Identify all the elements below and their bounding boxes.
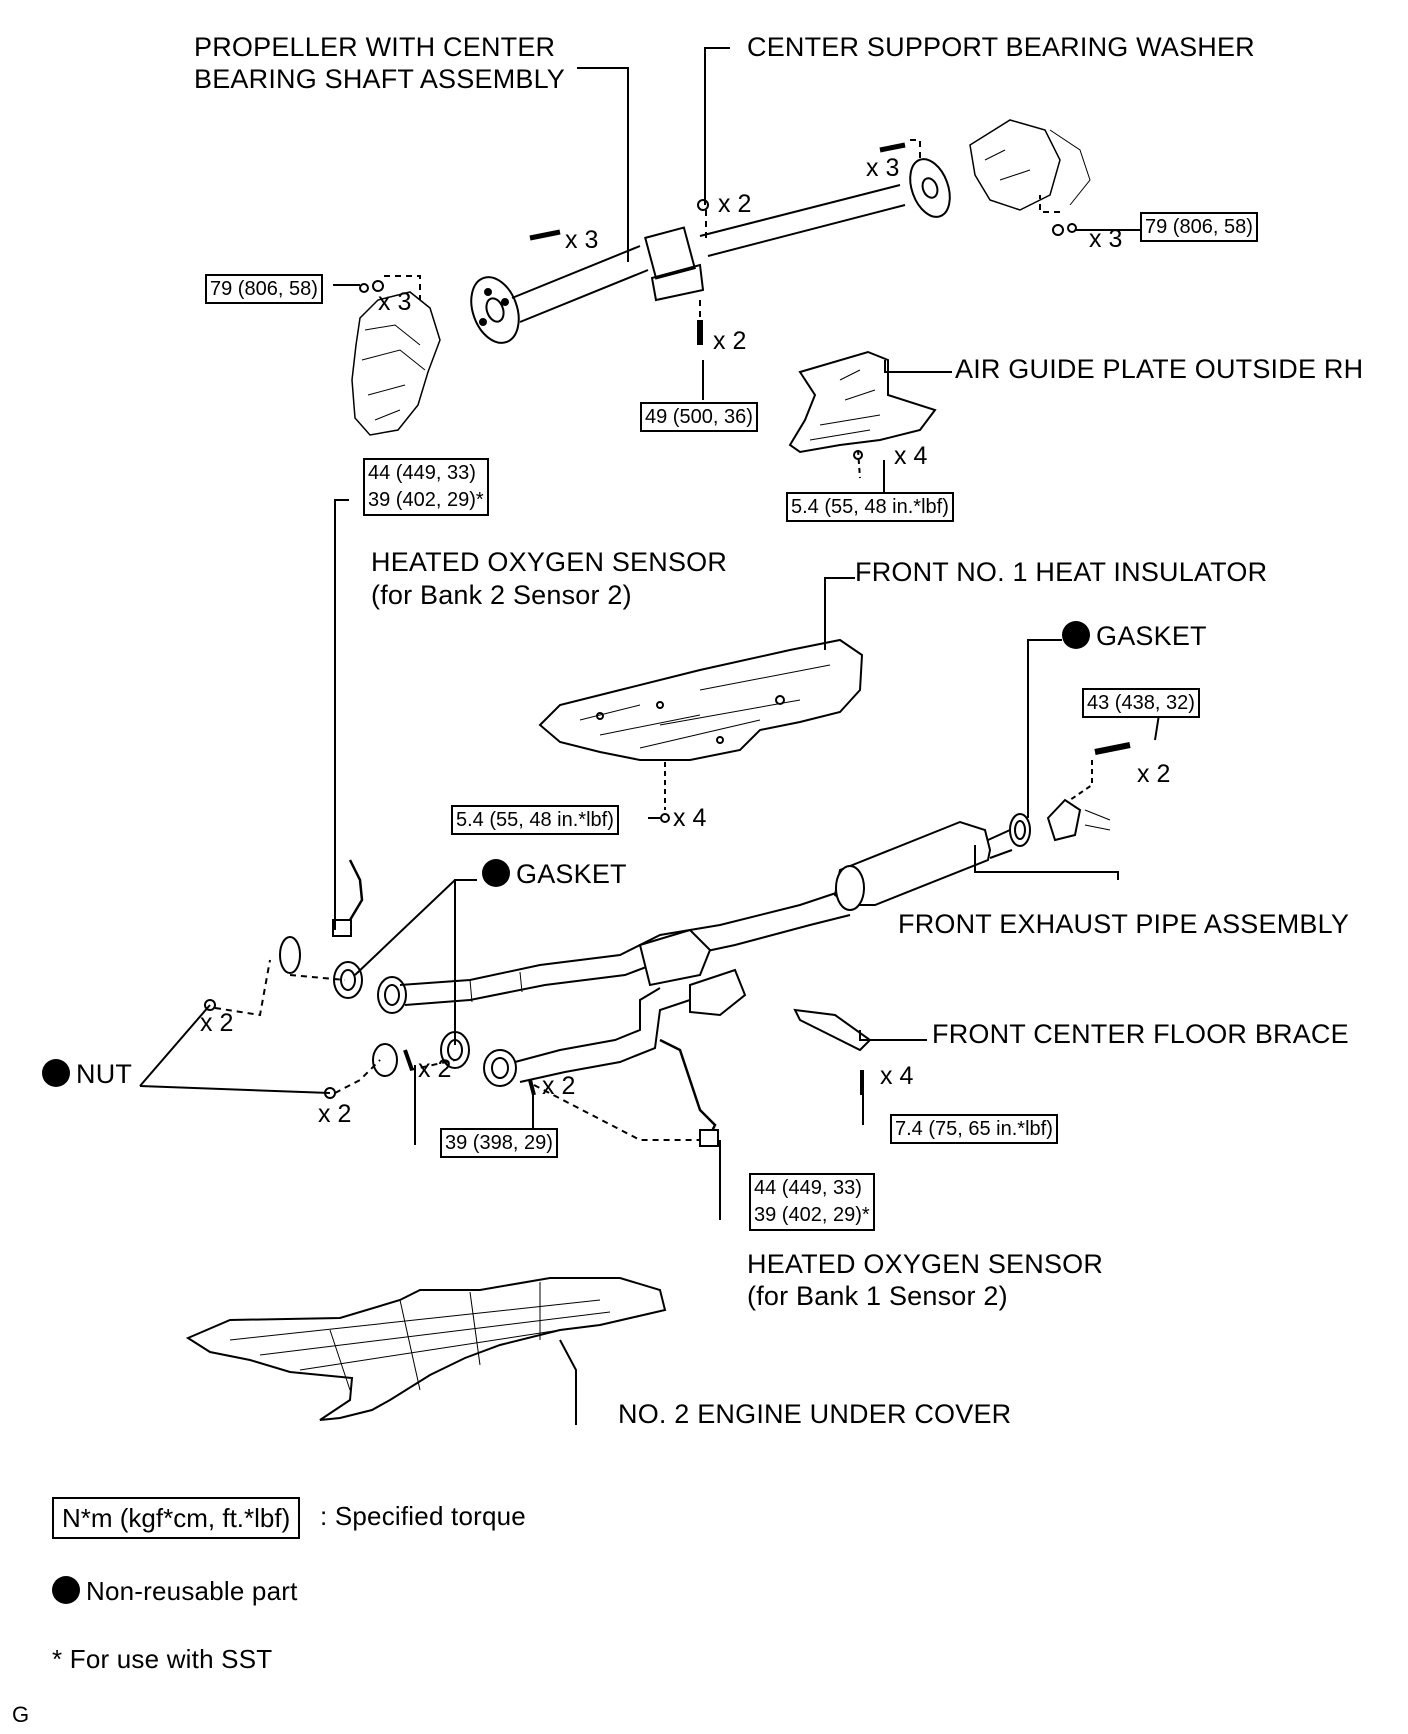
label-floor-brace: FRONT CENTER FLOOR BRACE: [932, 1019, 1349, 1049]
heat-insulator-drawing: [538, 638, 864, 823]
qty-front-bolt: x 3: [565, 226, 599, 254]
torque-air-guide: 5.4 (55, 48 in.*lbf): [786, 492, 954, 522]
torque-manifold-studs: 39 (398, 29): [440, 1128, 558, 1158]
torque-ho2-bank1-sst: 39 (402, 29)*: [754, 1204, 870, 1226]
label-ho2-bank1-line1: HEATED OXYGEN SENSOR: [747, 1249, 1104, 1279]
torque-ho2-bank1-standard: 44 (449, 33): [754, 1177, 862, 1199]
label-front-exhaust-pipe: FRONT EXHAUST PIPE ASSEMBLY: [898, 909, 1350, 939]
legend-sst-note: * For use with SST: [52, 1644, 273, 1674]
qty-nut-upper: x 2: [200, 1009, 234, 1037]
qty-flange-bolt: x 2: [1137, 760, 1171, 788]
qty-rear-nut: x 3: [1089, 225, 1123, 253]
torque-ho2-bank1: 44 (449, 33) 39 (402, 29)*: [749, 1173, 875, 1231]
non-reusable-dot-icon: [42, 1059, 70, 1087]
torque-tail-flange: 43 (438, 32): [1082, 688, 1200, 718]
legend-non-reusable: Non-reusable part: [52, 1575, 298, 1608]
label-propeller-line2: BEARING SHAFT ASSEMBLY: [194, 64, 566, 94]
torque-ho2-bank2: 44 (449, 33) 39 (402, 29)*: [363, 458, 489, 516]
torque-ho2-bank2-sst: 39 (402, 29)*: [368, 489, 484, 511]
label-heat-insulator: FRONT NO. 1 HEAT INSULATOR: [855, 557, 1268, 587]
label-center-support-washer: CENTER SUPPORT BEARING WASHER: [747, 32, 1255, 62]
qty-stud-right: x 2: [542, 1072, 576, 1100]
torque-ho2-bank2-standard: 44 (449, 33): [368, 462, 476, 484]
non-reusable-dot-icon: [482, 859, 510, 887]
qty-stud-left: x 2: [418, 1055, 452, 1083]
exhaust-pipe-drawing: [204, 742, 1131, 1147]
under-cover-drawing: [185, 1277, 667, 1421]
torque-front-flange: 79 (806, 58): [205, 274, 323, 304]
torque-center-support: 49 (500, 36): [640, 402, 758, 432]
qty-rear-bolt: x 3: [866, 154, 900, 182]
label-under-cover: NO. 2 ENGINE UNDER COVER: [618, 1399, 1012, 1429]
corner-code: G: [12, 1702, 30, 1727]
torque-insulator: 5.4 (55, 48 in.*lbf): [451, 805, 619, 835]
label-nut: NUT: [42, 1058, 132, 1091]
label-ho2-bank2-line1: HEATED OXYGEN SENSOR: [371, 547, 728, 577]
label-gasket-front: GASKET: [482, 858, 627, 891]
qty-air-guide: x 4: [894, 442, 928, 470]
label-ho2-bank2-line2: (for Bank 2 Sensor 2): [371, 580, 632, 610]
torque-rear-flange: 79 (806, 58): [1140, 212, 1258, 242]
qty-nut-lower: x 2: [318, 1100, 352, 1128]
non-reusable-dot-icon: [1062, 621, 1090, 649]
qty-front-nut: x 3: [378, 288, 412, 316]
qty-washer: x 2: [718, 190, 752, 218]
label-air-guide-plate: AIR GUIDE PLATE OUTSIDE RH: [955, 354, 1364, 384]
torque-floor-brace: 7.4 (75, 65 in.*lbf): [890, 1114, 1058, 1144]
air-guide-plate-drawing: [788, 350, 937, 479]
label-gasket-rear: GASKET: [1062, 620, 1207, 653]
qty-insulator: x 4: [673, 804, 707, 832]
qty-brace: x 4: [880, 1062, 914, 1090]
qty-center-bolt: x 2: [713, 327, 747, 355]
label-propeller-line1: PROPELLER WITH CENTER: [194, 32, 556, 62]
legend-torque-desc: : Specified torque: [320, 1501, 526, 1531]
non-reusable-dot-icon: [52, 1576, 80, 1604]
legend-torque-box: N*m (kgf*cm, ft.*lbf): [52, 1497, 301, 1539]
label-ho2-bank1-line2: (for Bank 1 Sensor 2): [747, 1281, 1008, 1311]
propeller-shaft-drawing: [351, 119, 1091, 436]
